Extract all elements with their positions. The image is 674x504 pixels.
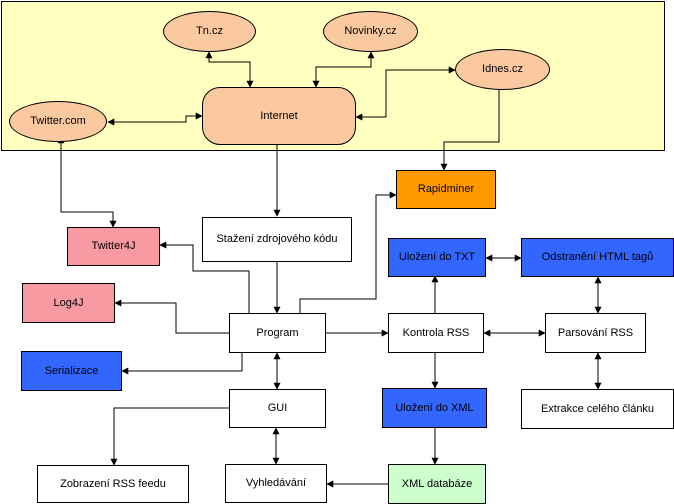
node-log4j: Log4J <box>22 283 115 323</box>
edge-idnes-rapidminer <box>440 83 500 171</box>
edge-program-log4j <box>114 299 230 334</box>
node-xml-databaze: XML databáze <box>388 464 486 504</box>
edge-program-serializace <box>121 352 243 375</box>
node-twitter4j: Twitter4J <box>67 227 160 266</box>
edge-twitter-twitter4j <box>57 136 117 228</box>
node-ulozeni-txt: Uložení do TXT <box>388 238 486 277</box>
node-idnes: Idnes.cz <box>455 49 550 90</box>
node-vyhledavani: Vyhledávání <box>225 464 327 503</box>
node-kontrola-rss: Kontrola RSS <box>388 313 484 353</box>
edge-gui-zobrazeni <box>110 407 259 466</box>
node-program: Program <box>229 313 326 353</box>
node-odstraneni-html: Odstranění HTML tagů <box>521 238 674 277</box>
node-zobrazeni: Zobrazení RSS feedu <box>37 465 189 503</box>
node-tn: Tn.cz <box>163 11 256 52</box>
node-rapidminer: Rapidminer <box>396 170 496 209</box>
node-stazeni: Stažení zdrojového kódu <box>202 217 352 262</box>
edge-internet-idnes <box>355 66 456 121</box>
node-twitter-com: Twitter.com <box>9 101 107 142</box>
edge-internet-novinky <box>312 51 375 88</box>
node-serializace: Serializace <box>21 351 122 391</box>
edge-program-twitter4j <box>159 241 250 314</box>
edge-internet-twitter <box>107 112 203 126</box>
edge-program-rapidminer <box>299 191 397 314</box>
node-ulozeni-xml: Uložení do XML <box>382 388 487 428</box>
edge-internet-tn <box>205 51 254 88</box>
node-extrakce: Extrakce celého článku <box>521 389 674 429</box>
node-gui: GUI <box>229 389 326 428</box>
node-internet: Internet <box>202 87 356 145</box>
node-parsovani-rss: Parsování RSS <box>545 313 646 353</box>
node-novinky: Novinky.cz <box>323 11 418 52</box>
